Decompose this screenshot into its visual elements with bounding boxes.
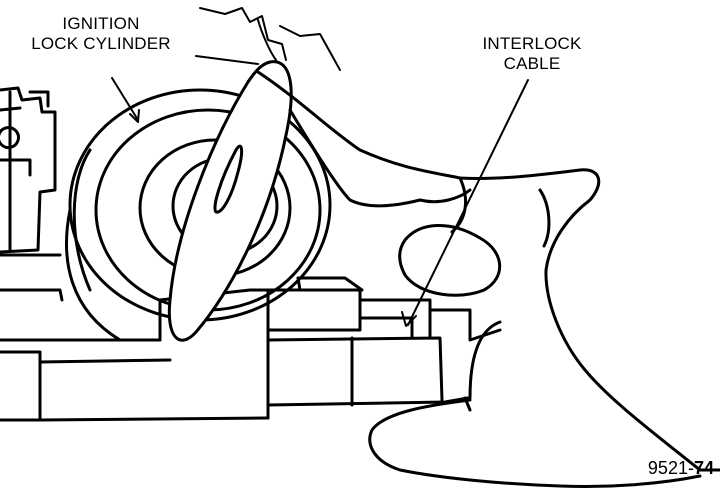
ignition-key xyxy=(167,60,293,342)
figure-number-suffix: 74 xyxy=(693,458,714,478)
ignition-lock-cylinder-label: IGNITION LOCK CYLINDER xyxy=(6,14,196,54)
figure-number-prefix: 9521- xyxy=(647,458,694,478)
interlock-cable-label-line-2: CABLE xyxy=(503,54,561,73)
ignition-lock-leader-arrowhead xyxy=(129,109,140,123)
ignition-lock-leader xyxy=(111,77,139,121)
column-housing xyxy=(0,288,470,422)
figure-number: 9521-74 xyxy=(598,458,714,479)
interlock-cable-leader-arrowhead xyxy=(401,311,417,327)
interlock-cable-leader xyxy=(407,79,529,326)
ignition-lock-cylinder-label-line-1: IGNITION xyxy=(62,14,140,33)
column-bracket xyxy=(0,86,64,302)
interlock-housing xyxy=(266,276,502,407)
ignition-lock-cylinder-label-line-2: LOCK CYLINDER xyxy=(31,34,171,53)
interlock-cable-label: INTERLOCK CABLE xyxy=(462,34,602,74)
interlock-cable-label-line-1: INTERLOCK xyxy=(482,34,582,53)
ignition-lock-leader-top xyxy=(195,55,259,65)
wiring xyxy=(199,7,341,71)
